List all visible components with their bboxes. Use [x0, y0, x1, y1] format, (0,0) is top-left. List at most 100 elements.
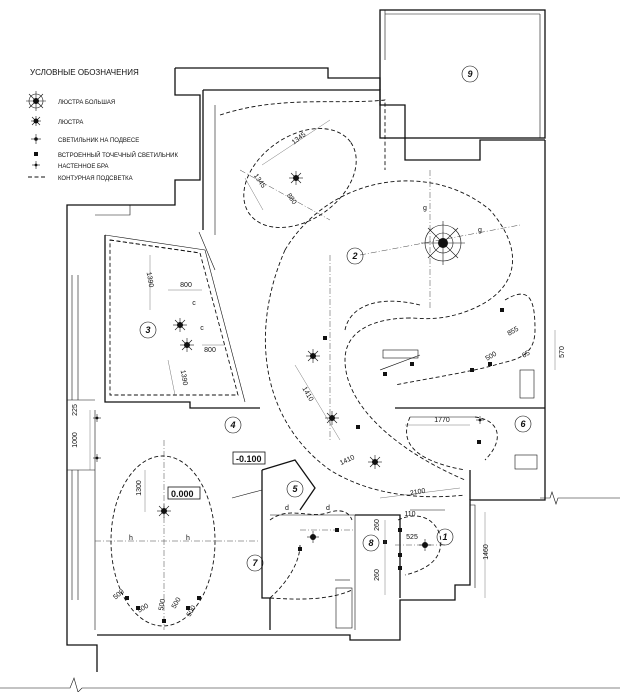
mark-h-1: h: [129, 535, 133, 542]
mark-c-1: c: [192, 300, 196, 307]
room-2-label: 2: [346, 247, 364, 265]
svg-text:1: 1: [442, 532, 447, 542]
dim-500-b: 500: [112, 588, 126, 601]
dim-1300: 1300: [136, 480, 143, 496]
level-a: -0.100: [236, 454, 262, 464]
wall-sconce-icon: [476, 416, 484, 424]
dim-1770: 1770: [434, 417, 450, 424]
svg-text:6: 6: [520, 419, 526, 429]
dim-1410-a: 1410: [300, 386, 314, 403]
dim-225: 225: [72, 404, 79, 416]
chandelier-icon: [325, 411, 339, 425]
chandelier-icon: [307, 531, 319, 543]
wall-sconce-icon: [93, 414, 101, 422]
legend-label-chandelier: ЛЮСТРА: [58, 120, 83, 126]
large-chandelier-icon: [421, 221, 465, 265]
room-1-label: 1: [436, 528, 454, 546]
chandelier-icon: [180, 338, 194, 352]
spotlight-icon: [323, 336, 327, 340]
dim-65: 65: [521, 350, 531, 360]
dim-1460: 1460: [483, 544, 490, 560]
pendant-lamp-icon: [31, 134, 41, 144]
svg-text:3: 3: [145, 325, 150, 335]
large-chandelier-icon: [26, 91, 46, 111]
room-7-label: 7: [246, 554, 264, 572]
room-4-label: 4: [224, 416, 242, 434]
spotlight-icon: [398, 553, 402, 557]
spotlight-icon: [410, 362, 414, 366]
svg-text:8: 8: [368, 538, 373, 548]
dim-1390-b: 1390: [179, 369, 189, 386]
dimension-labels: 1345 1345 880 1390 800 800 1390 1410 141…: [72, 131, 566, 618]
legend-title: УСЛОВНЫЕ ОБОЗНАЧЕНИЯ: [30, 68, 139, 77]
spotlight-icon: [197, 596, 201, 600]
dim-500-a: 500: [484, 351, 498, 363]
dim-1410-b: 1410: [339, 454, 356, 467]
svg-text:7: 7: [252, 558, 258, 568]
spotlight-icon: [162, 619, 166, 623]
walls: [66, 9, 546, 672]
svg-text:5: 5: [292, 484, 298, 494]
legend-label-pendant-lamp: СВЕТИЛЬНИК НА ПОДВЕСЕ: [58, 138, 139, 144]
svg-text:9: 9: [467, 69, 472, 79]
mark-g-2: g: [478, 227, 482, 234]
spotlight-icon: [470, 368, 474, 372]
wall-sconce-icon: [93, 454, 101, 462]
legend-label-spotlight: ВСТРОЕННЫЙ ТОЧЕЧНЫЙ СВЕТИЛЬНИК: [58, 151, 178, 159]
spotlight-icon: [186, 606, 190, 610]
chandelier-icon: [306, 349, 320, 363]
dim-1390-a: 1390: [145, 271, 155, 288]
spotlight-icon: [335, 528, 339, 532]
svg-text:4: 4: [229, 420, 235, 430]
chandelier-icon: [31, 116, 41, 126]
spotlight-icon: [136, 606, 140, 610]
dim-800-a: 800: [180, 282, 192, 289]
dim-1000: 1000: [72, 432, 79, 448]
dim-1345-b: 1345: [252, 173, 267, 190]
room-3-label: 3: [139, 321, 157, 339]
spotlight-icon: [398, 528, 402, 532]
room-9-label: 9: [461, 65, 479, 83]
room-6-label: 6: [514, 415, 532, 433]
spotlight-icon: [34, 152, 38, 156]
mark-d-2: d: [326, 505, 330, 512]
room-5-label: 5: [286, 480, 304, 498]
legend: УСЛОВНЫЕ ОБОЗНАЧЕНИЯ ЛЮСТРА БОЛЬШАЯ ЛЮСТ…: [26, 68, 178, 182]
break-lines: [0, 491, 620, 692]
dim-500-e: 500: [171, 596, 183, 610]
room-8-label: 8: [362, 534, 380, 552]
chandelier-icon: [289, 171, 303, 185]
chandelier-icon: [173, 318, 187, 332]
dim-855: 855: [506, 326, 520, 338]
dim-260-a: 260: [374, 519, 381, 531]
dim-570: 570: [559, 346, 566, 358]
mark-c-2: c: [200, 325, 204, 332]
dim-525: 525: [406, 534, 418, 541]
dimension-lines: [89, 119, 556, 598]
dim-260-b: 260: [374, 569, 381, 581]
spotlight-icon: [125, 596, 129, 600]
mark-d-1: d: [285, 505, 289, 512]
spotlight-icon: [488, 362, 492, 366]
legend-label-contour-lighting: КОНТУРНАЯ ПОДСВЕТКА: [58, 176, 133, 182]
chandelier-icon: [368, 455, 382, 469]
contour-lighting: [109, 99, 536, 627]
svg-text:2: 2: [351, 251, 357, 261]
dim-880: 880: [285, 192, 297, 206]
spotlight-icon: [477, 440, 481, 444]
level-b: 0.000: [171, 489, 194, 499]
room-numbers: 1 2 3 4 5 6 7 8 9: [139, 65, 532, 572]
wall-sconce-icon: [32, 161, 40, 169]
legend-label-large-chandelier: ЛЮСТРА БОЛЬШАЯ: [58, 100, 115, 106]
spotlight-icon: [383, 372, 387, 376]
fixtures: [93, 171, 504, 623]
spotlight-icon: [398, 566, 402, 570]
level-marks: -0.100 0.000: [167, 451, 266, 500]
mark-g-1: g: [423, 205, 427, 212]
dim-2100: 2100: [409, 488, 426, 498]
dim-500-c: 500: [136, 603, 150, 615]
dim-110: 110: [404, 511, 415, 518]
mark-h-2: h: [186, 535, 190, 542]
spotlight-icon: [500, 308, 504, 312]
dim-1345-a: 1345: [291, 131, 308, 146]
